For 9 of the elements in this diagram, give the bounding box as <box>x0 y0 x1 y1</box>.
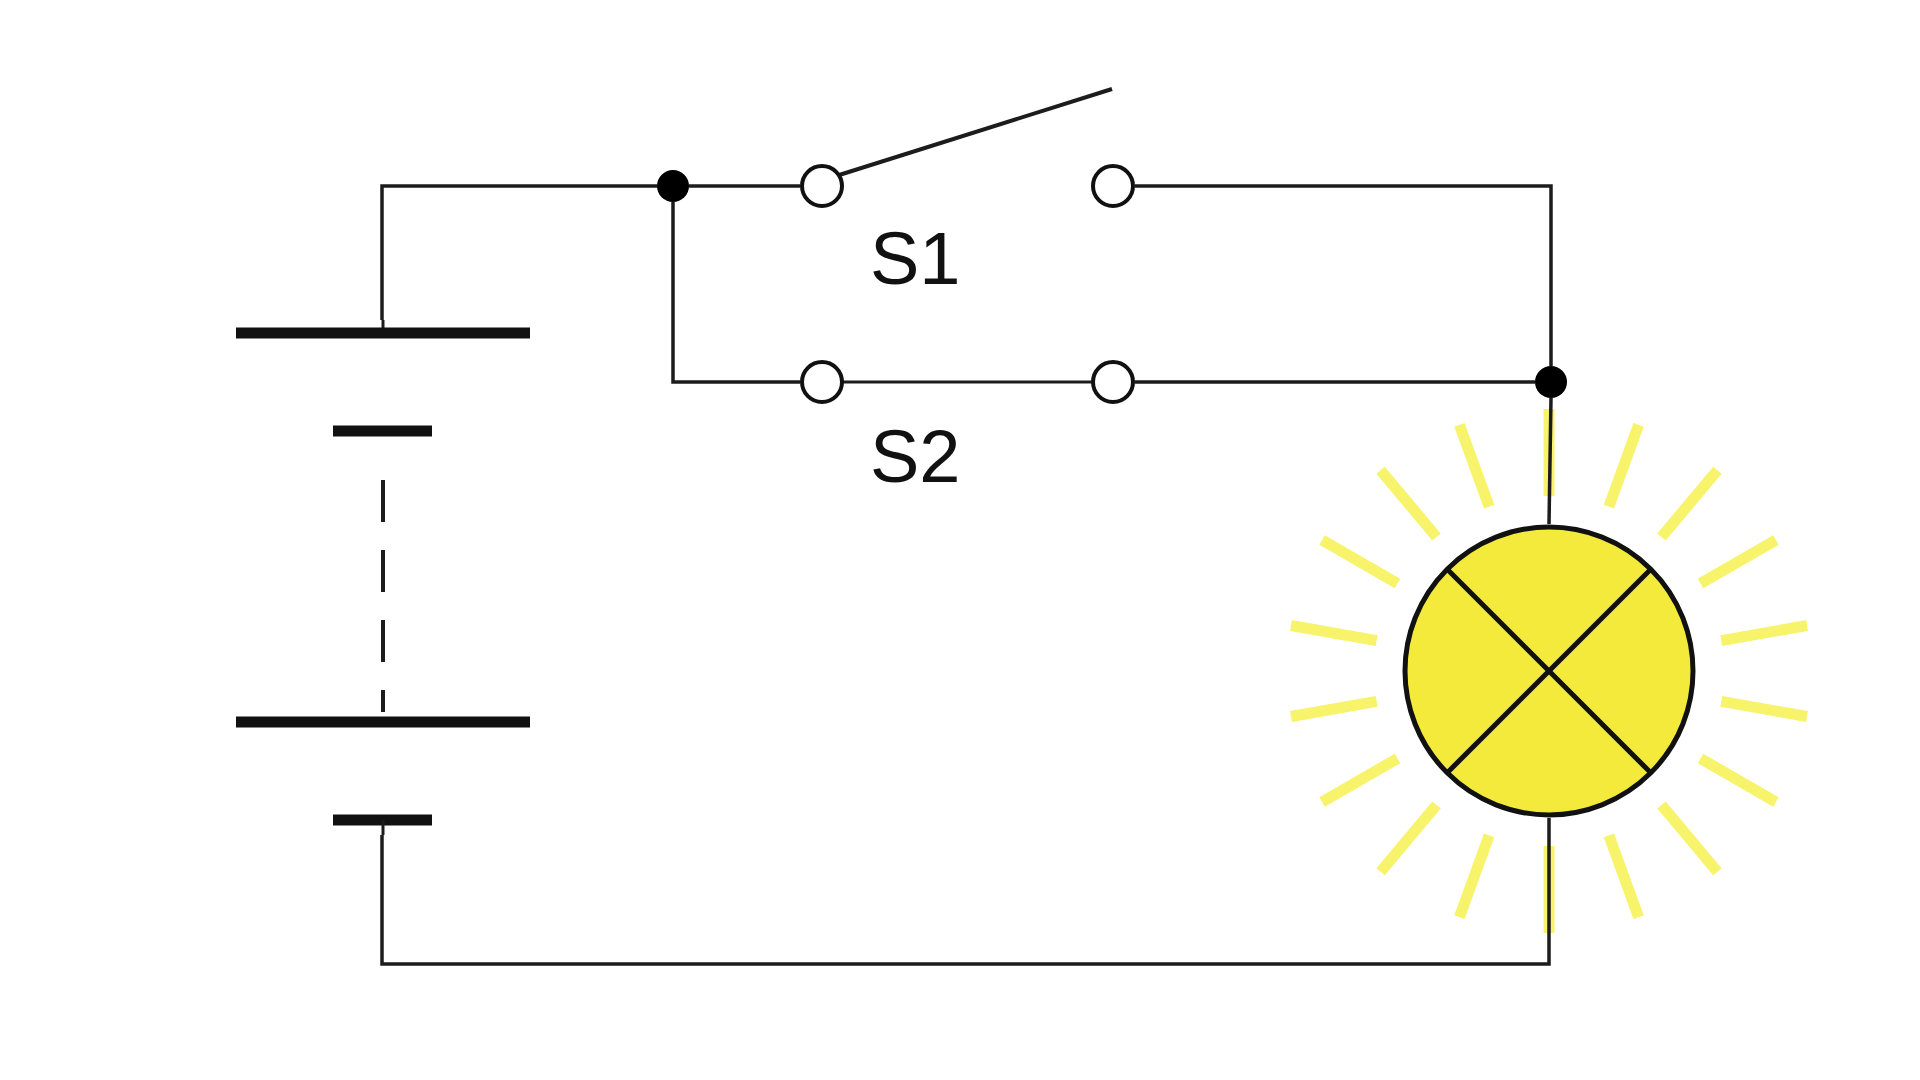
wire <box>380 818 1551 966</box>
wire <box>1135 184 1553 366</box>
wire <box>1135 380 1535 384</box>
component-label: S2 <box>870 420 961 494</box>
wire <box>380 184 657 320</box>
wire <box>689 184 800 188</box>
component-label: S1 <box>870 222 961 296</box>
wire <box>671 202 800 384</box>
wire <box>1547 397 1553 525</box>
